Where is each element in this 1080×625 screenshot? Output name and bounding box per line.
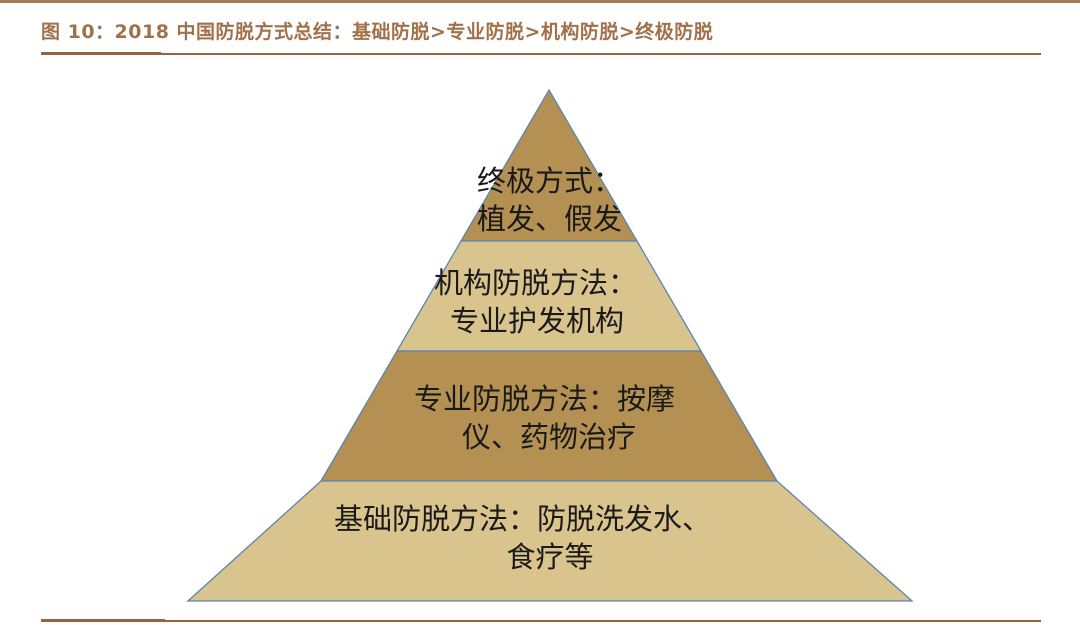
bottom-rule bbox=[41, 620, 1041, 622]
caption-underline bbox=[41, 53, 1041, 55]
pyramid-label-third: 专业防脱方法：按摩 仪、药物治疗 bbox=[400, 380, 720, 456]
pyramid-label-third-line1: 专业防脱方法：按摩 bbox=[414, 382, 676, 416]
pyramid-label-second-line2: 专业护发机构 bbox=[450, 304, 625, 338]
pyramid-label-bottom: 基础防脱方法：防脱洗发水、 食疗等 bbox=[320, 500, 780, 576]
pyramid-layer-bottom bbox=[186, 480, 914, 602]
pyramid-label-top-line2: 植发、假发 bbox=[477, 202, 623, 236]
pyramid-label-bottom-line2: 食疗等 bbox=[506, 540, 594, 574]
top-border-rule bbox=[0, 0, 1080, 3]
figure-caption: 图 10：2018 中国防脱方式总结：基础防脱>专业防脱>机构防脱>终极防脱 bbox=[41, 21, 714, 43]
pyramid-label-third-line2: 仪、药物治疗 bbox=[462, 420, 637, 454]
pyramid-label-bottom-line1: 基础防脱方法：防脱洗发水、 bbox=[334, 502, 712, 536]
pyramid-label-top-line1: 终极方式： bbox=[477, 164, 623, 198]
pyramid-label-top: 终极方式： 植发、假发 bbox=[449, 162, 649, 238]
pyramid-label-second: 机构防脱方法： 专业护发机构 bbox=[410, 264, 670, 340]
pyramid-label-second-line1: 机构防脱方法： bbox=[434, 266, 638, 300]
